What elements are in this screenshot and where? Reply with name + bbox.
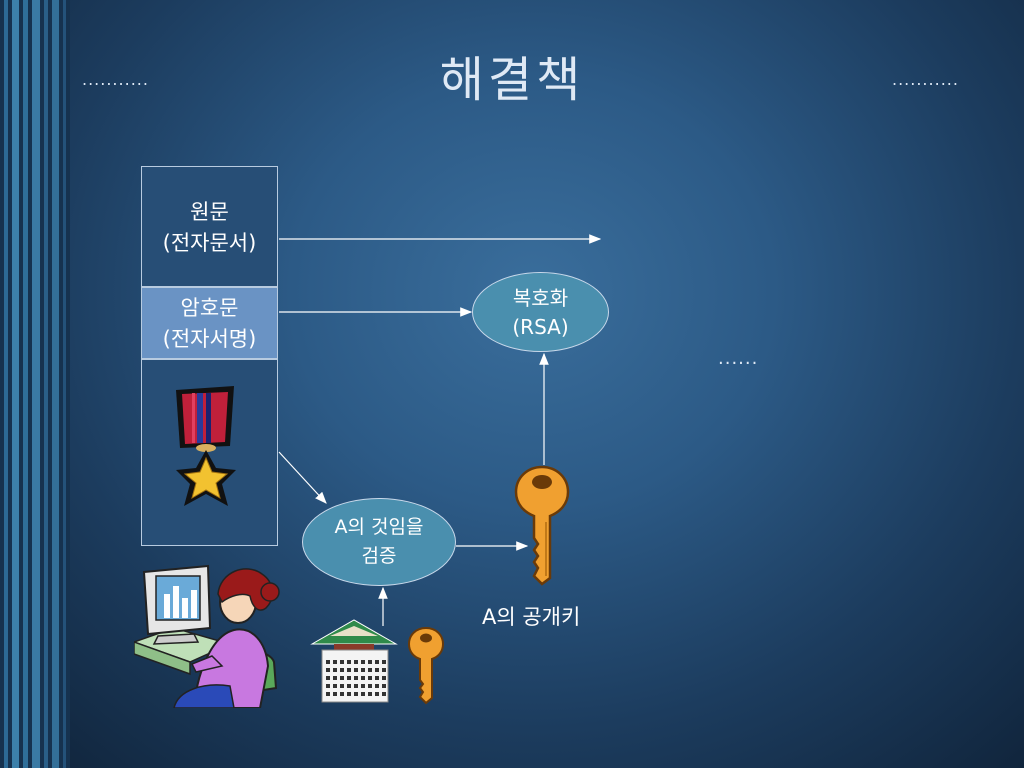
decrypt-sublabel: (RSA) (512, 315, 569, 339)
decrypt-node: 복호화 (RSA) (472, 272, 609, 352)
ciphertext-box: 암호문 (전자서명) (141, 287, 278, 359)
public-key-icon (514, 465, 570, 586)
medal-icon (176, 386, 236, 506)
ciphertext-label: 암호문 (180, 296, 239, 320)
decrypt-label: 복호화 (512, 286, 569, 310)
slide-title: 해결책 (439, 52, 585, 108)
ciphertext-sublabel: (전자서명) (162, 327, 257, 351)
public-key-label: A의 공개키 (482, 605, 581, 629)
verify-node: A의 것임을 검증 (302, 498, 456, 586)
woman-at-computer-icon (134, 564, 280, 708)
dots-right: ........... (892, 70, 959, 89)
dots-left: ........... (82, 70, 149, 89)
original-document-box: 원문 (전자문서) (141, 166, 278, 287)
dots-middle: ...... (718, 348, 759, 369)
decorative-stripes (0, 0, 70, 768)
original-label: 원문 (190, 200, 229, 224)
key-icon (407, 626, 445, 705)
building-icon (310, 619, 398, 703)
verify-sublabel: 검증 (361, 545, 397, 567)
original-sublabel: (전자문서) (162, 231, 257, 255)
verify-label: A의 것임을 (334, 516, 424, 538)
arrow-medal-to-verify (278, 451, 327, 504)
